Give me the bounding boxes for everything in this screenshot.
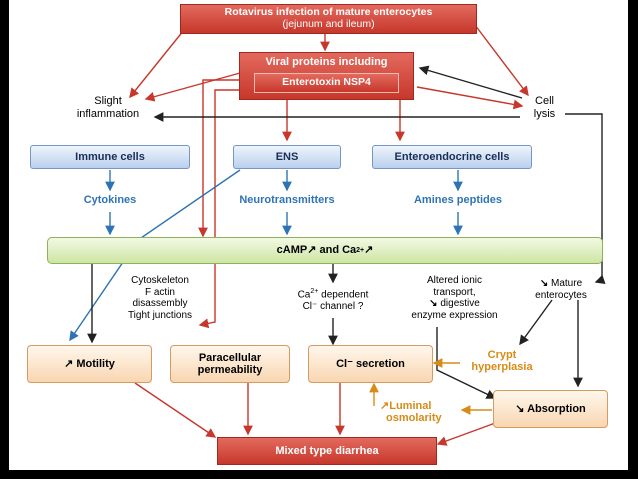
arrow-absorption-to-diarrhea: [436, 421, 499, 446]
absorption-box: ↘ Absorption: [493, 390, 608, 428]
cell-lysis-label: Cell lysis: [522, 95, 567, 120]
motility-label: Motility: [73, 357, 115, 370]
luminal-arrow-icon: ↗: [380, 400, 390, 412]
ca-channel-line2: Cl⁻ channel ?: [302, 300, 364, 312]
digestive-text: digestive: [440, 298, 480, 309]
crypt-line2: hyperplasia: [471, 361, 533, 374]
arrow-mature-to-crypt: [519, 299, 553, 346]
motility-box: ↗ Motility: [27, 345, 152, 383]
paracellular-box: Paracellular permeability: [170, 345, 290, 383]
altered-line2: transport,: [433, 286, 476, 298]
cl-secretion-label: Cl⁻ secretion: [336, 357, 405, 370]
ens-box: ENS: [233, 145, 341, 169]
ca-channel-line1: Ca2+ dependent: [268, 288, 398, 301]
amines-peptides-label: Amines peptides: [413, 194, 503, 206]
luminal-osmolarity-text: ↗Luminal osmolarity: [380, 400, 462, 424]
cell-line: Cell: [535, 95, 554, 107]
immune-cells-label: Immune cells: [75, 150, 145, 163]
arrow-viral-to-inflammation: [144, 72, 241, 102]
altered-line4: enzyme expression: [411, 309, 498, 321]
luminal-word: Luminal: [389, 400, 432, 412]
arrow-infection-to-lysis: [474, 24, 529, 97]
slight-inflammation-label: Slight inflammation: [58, 95, 158, 120]
diarrhea-label: Mixed type diarrhea: [275, 444, 379, 457]
cytoskeleton-line3: disassembly: [132, 298, 188, 309]
luminal-line2: osmolarity: [386, 412, 442, 425]
down-arrow-icon: ↘: [429, 298, 438, 309]
ca-superscript: 2+: [310, 288, 319, 295]
camp-text: cAMP: [276, 244, 308, 257]
arrow-toxin-to-camp: [198, 79, 253, 238]
cytoskeleton-line2: F actin: [144, 286, 175, 298]
mature-line2: enterocytes: [535, 289, 587, 301]
mature-word: Mature: [548, 278, 583, 289]
paracellular-line2: permeability: [197, 364, 263, 376]
cytoskeleton-line1: Cytoskeleton: [131, 275, 189, 286]
enteroendocrine-box: Enteroendocrine cells: [372, 145, 532, 169]
absorption-arrow-icon: ↘: [515, 402, 525, 415]
camp-calcium-bar: cAMP ↗ and Ca 2+ ↗: [47, 237, 603, 264]
enterotoxin-label: Enterotoxin NSP4: [282, 76, 371, 89]
ens-label: ENS: [275, 150, 299, 163]
calcium-arrow-icon: ↗: [364, 244, 374, 257]
altered-line1: Altered ionic: [426, 275, 483, 286]
arrow-motility-to-diarrhea: [134, 382, 217, 438]
altered-transport-text: Altered ionic transport, ↘ digestive enz…: [392, 275, 517, 321]
crypt-hyperplasia-text: Crypt hyperplasia: [462, 349, 542, 373]
slight-line: Slight: [94, 95, 122, 107]
diarrhea-box: Mixed type diarrhea: [217, 437, 437, 465]
paracellular-line1: Paracellular: [198, 351, 262, 364]
neurotransmitters-label: Neurotransmitters: [239, 194, 335, 206]
cytokines-label: Cytokines: [83, 194, 137, 206]
mature-line1: ↘ Mature: [516, 278, 606, 290]
luminal-line1: ↗Luminal: [380, 400, 462, 412]
enteroendocrine-label: Enteroendocrine cells: [394, 150, 510, 163]
infection-subtitle: (jejunum and ileum): [282, 18, 375, 30]
viral-proteins-title: Viral proteins including: [265, 56, 388, 68]
arrow-toxin-to-paracellular: [198, 89, 253, 329]
absorption-label: Absorption: [524, 402, 586, 415]
arrow-lysis-to-mature: [565, 113, 606, 284]
mature-arrow-icon: ↘: [539, 278, 549, 289]
cytoskeleton-line4: Tight junctions: [127, 309, 193, 321]
arrow-toxin-to-lysis: [416, 86, 524, 110]
enterotoxin-box: Enterotoxin NSP4: [254, 73, 399, 93]
inflammation-line: inflammation: [76, 107, 140, 120]
arrow-lysis-to-viral: [418, 65, 523, 99]
altered-line3: ↘ digestive: [392, 298, 517, 310]
cl-secretion-box: Cl⁻ secretion: [308, 345, 433, 383]
immune-cells-box: Immune cells: [30, 145, 190, 169]
crypt-line1: Crypt: [487, 349, 517, 361]
motility-arrow-icon: ↗: [64, 357, 74, 370]
arrow-infection-to-inflammation: [129, 24, 189, 99]
ca-text: Ca: [297, 289, 311, 301]
cytoskeleton-text: Cytoskeleton F actin disassembly Tight j…: [110, 275, 210, 321]
camp-arrow-icon: ↗: [307, 244, 317, 257]
arrow-altered-to-absorption: [436, 327, 497, 399]
infection-title: Rotavirus infection of mature enterocyte…: [224, 6, 433, 19]
dependent-text: dependent: [318, 289, 369, 301]
calcium-text: and Ca: [316, 244, 357, 257]
lysis-line: lysis: [533, 107, 556, 120]
mature-enterocytes-text: ↘ Mature enterocytes: [516, 278, 606, 301]
ca-channel-text: Ca2+ dependent Cl⁻ channel ?: [268, 288, 398, 312]
infection-box: Rotavirus infection of mature enterocyte…: [180, 4, 477, 34]
calcium-superscript: 2+: [356, 246, 365, 254]
